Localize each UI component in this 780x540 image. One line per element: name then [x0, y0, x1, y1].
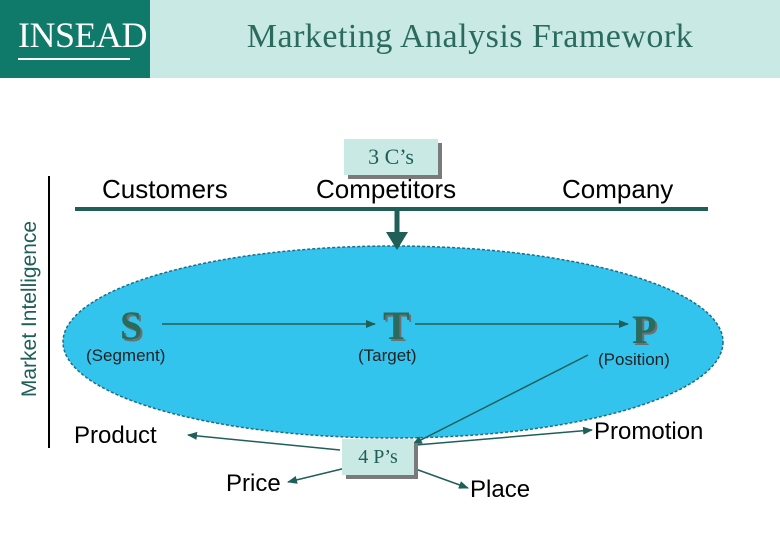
- place-label: Place: [470, 476, 531, 503]
- price-label: Price: [226, 470, 281, 497]
- target-label: (Target): [358, 346, 417, 365]
- p-to-4ps-arrow: [412, 354, 589, 445]
- competitors-label: Competitors: [316, 174, 457, 204]
- segment-letter: S: [120, 303, 143, 348]
- position-letter: P: [632, 307, 657, 352]
- three-cs-badge: 3 C’s: [344, 139, 438, 175]
- page-title: Marketing Analysis Framework: [246, 18, 694, 55]
- to-product-arrow: [187, 431, 341, 451]
- to-price-arrow: [287, 466, 351, 484]
- market-intelligence-bar: Market Intelligence: [14, 176, 50, 448]
- insead-logo: INSEAD: [0, 0, 150, 78]
- promotion-label: Promotion: [594, 418, 704, 445]
- to-promotion-arrow: [415, 426, 593, 446]
- stp-ellipse: [62, 245, 724, 439]
- down-arrow-head: [386, 232, 408, 250]
- target-letter: T: [383, 303, 410, 348]
- four-ps-badge: 4 P’s: [342, 439, 414, 475]
- company-label: Company: [562, 174, 674, 204]
- to-place-arrow: [409, 466, 469, 489]
- segment-label: (Segment): [86, 346, 166, 365]
- product-label: Product: [74, 422, 157, 449]
- customers-label: Customers: [102, 174, 228, 204]
- position-label: (Position): [598, 350, 670, 369]
- logo-text: INSEAD: [18, 15, 148, 55]
- logo-underline: [18, 58, 130, 60]
